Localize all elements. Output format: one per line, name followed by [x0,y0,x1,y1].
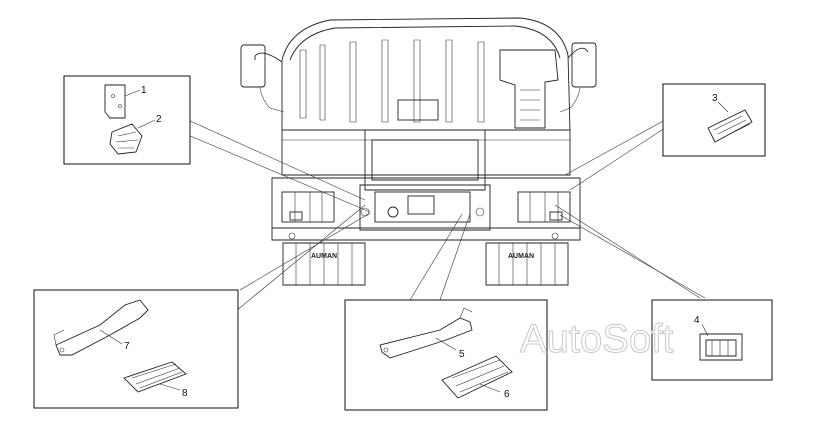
truck-front-view: AUMAN AUMAN [240,17,597,286]
callout-7: 7 [124,341,130,352]
detail-box-bracket-lamp-5-6 [344,299,548,411]
brand-plate-right: AUMAN [508,253,534,260]
callout-4: 4 [694,315,700,326]
callout-6: 6 [504,389,510,400]
leader-lines [187,119,706,321]
detail-box-reflector-3 [662,83,766,157]
detail-box-bracket-lamp-7-8 [33,289,239,409]
watermark-text: AutoSoft [520,317,673,361]
detail-box-brackets-1-2 [63,75,191,165]
callout-5: 5 [459,349,465,360]
callout-3: 3 [712,93,718,104]
callout-8: 8 [182,388,188,399]
callout-2: 2 [156,114,162,125]
callout-1: 1 [141,85,147,96]
detail-box-lamp-4 [651,299,773,381]
